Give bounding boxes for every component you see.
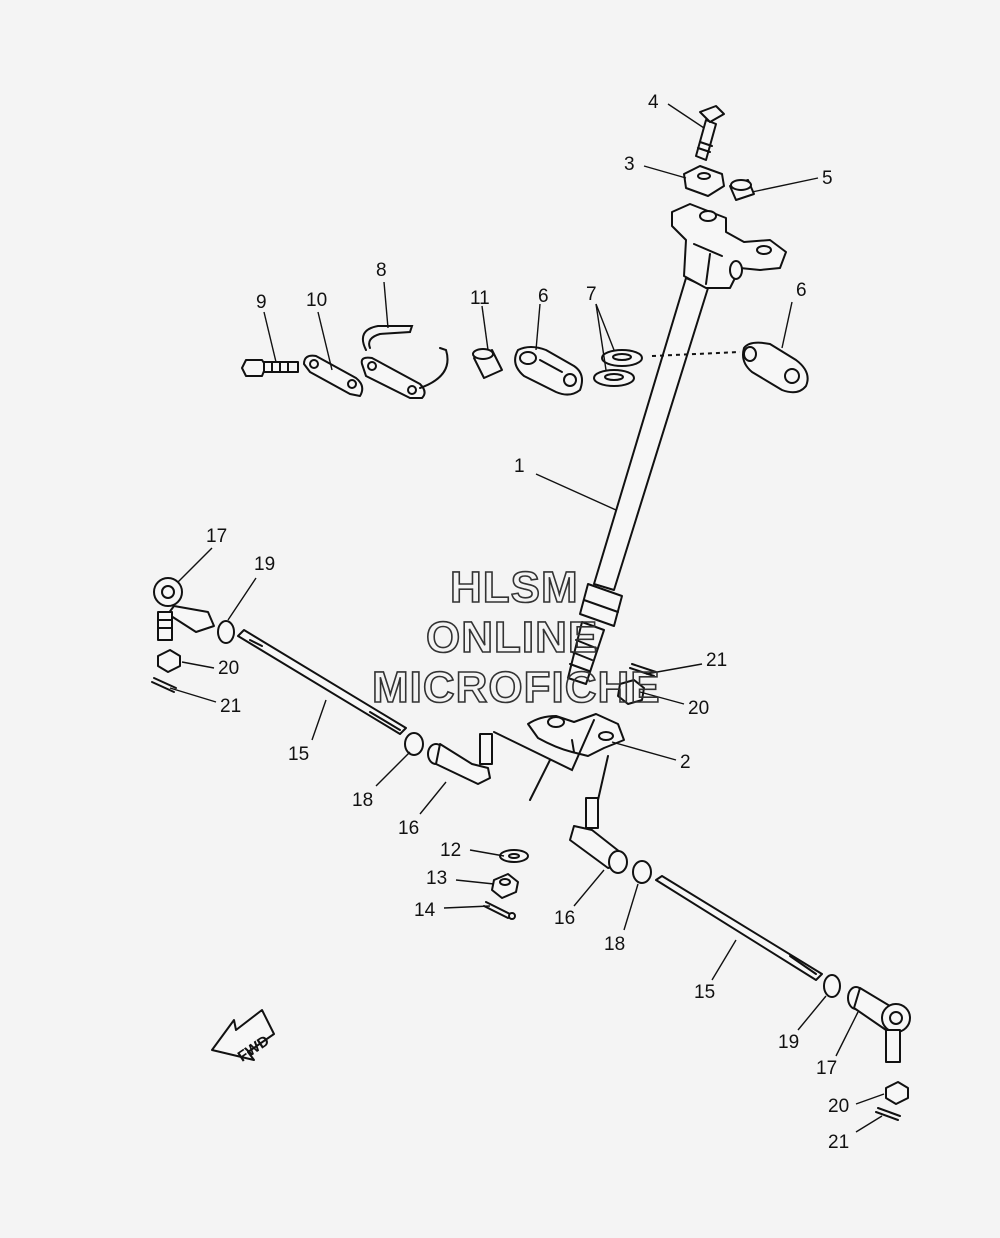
- callout-2: 2: [680, 752, 691, 773]
- callout-numbers: 1 2 3 4 5 6 6 7 8 9 10 11 12 13 14 15 15…: [206, 92, 849, 1153]
- tie-rod-end-inner-right: [569, 797, 628, 874]
- callout-21-center: 21: [706, 650, 727, 671]
- pitman-guide: [493, 719, 595, 772]
- callout-4: 4: [648, 92, 659, 113]
- callout-17-left: 17: [206, 526, 227, 547]
- oil-seal-lower: [593, 369, 635, 387]
- tie-rod-end-outer-right: [847, 986, 911, 1063]
- locknut-inner-left: [404, 732, 424, 756]
- cotter-pin-left: [151, 677, 177, 693]
- callout-19-left: 19: [254, 554, 275, 575]
- upper-clamp: [683, 165, 725, 197]
- callout-20-right: 20: [828, 1096, 849, 1117]
- top-bolt: [695, 105, 725, 161]
- castle-nut-column: [617, 679, 645, 705]
- bearing-holder-right: [742, 341, 809, 394]
- callout-8: 8: [376, 260, 387, 281]
- callout-13: 13: [426, 868, 447, 889]
- cotter-pin-column: [629, 663, 657, 677]
- callout-6-left: 6: [538, 286, 549, 307]
- tie-rod-end-outer-left: [153, 577, 215, 641]
- forward-arrow-icon: FWD: [211, 1009, 275, 1065]
- callout-18-left: 18: [352, 790, 373, 811]
- callout-21-right: 21: [828, 1132, 849, 1153]
- callout-21-left: 21: [220, 696, 241, 717]
- bushing: [472, 348, 503, 379]
- hex-bolt: [241, 359, 299, 377]
- bearing-holder-left: [514, 346, 583, 396]
- callout-7: 7: [586, 284, 597, 305]
- upper-column-bracket: [671, 203, 787, 289]
- callout-14: 14: [414, 900, 436, 921]
- callout-15-left: 15: [288, 744, 309, 765]
- callout-19-right: 19: [778, 1032, 799, 1053]
- callout-11: 11: [470, 288, 490, 309]
- pitman-arm: [527, 713, 625, 757]
- cotter-pin-center: [483, 901, 516, 920]
- callout-3: 3: [624, 154, 635, 175]
- oil-seal-upper: [601, 349, 643, 367]
- callout-20-center: 20: [688, 698, 709, 719]
- castle-nut-right: [885, 1081, 909, 1105]
- alignment-line: [651, 351, 741, 357]
- callout-16-right: 16: [554, 908, 575, 929]
- watermark: HLSM ONLINE MICROFICHE: [371, 562, 661, 713]
- callout-20-left: 20: [218, 658, 239, 679]
- callout-16-left: 16: [398, 818, 419, 839]
- leader-lines: [169, 103, 885, 1133]
- callout-17-right: 17: [816, 1058, 837, 1079]
- nut-center: [491, 873, 519, 899]
- watermark-line-3: MICROFICHE: [372, 663, 661, 712]
- callout-9: 9: [256, 292, 267, 313]
- castle-nut-left: [157, 649, 181, 673]
- callout-6-right: 6: [796, 280, 807, 301]
- nut-outer-left: [217, 620, 235, 644]
- callout-18-right: 18: [604, 934, 625, 955]
- callout-12: 12: [440, 840, 461, 861]
- washer-center: [499, 849, 529, 863]
- lock-plate: [360, 325, 449, 399]
- cotter-pin-right: [875, 1107, 901, 1121]
- callout-10: 10: [306, 290, 327, 311]
- lock-washer: [303, 354, 364, 397]
- callout-1: 1: [514, 456, 525, 477]
- tie-rod-left: [237, 629, 407, 735]
- watermark-line-1: HLSM: [450, 563, 579, 612]
- callout-5: 5: [822, 168, 833, 189]
- tie-rod-right: [655, 875, 823, 981]
- tie-rod-end-inner-left: [427, 733, 493, 785]
- collar: [729, 179, 755, 201]
- callout-15-right: 15: [694, 982, 715, 1003]
- nut-outer-right: [823, 974, 841, 998]
- locknut-inner-right: [632, 860, 652, 884]
- watermark-line-2: ONLINE: [426, 613, 598, 662]
